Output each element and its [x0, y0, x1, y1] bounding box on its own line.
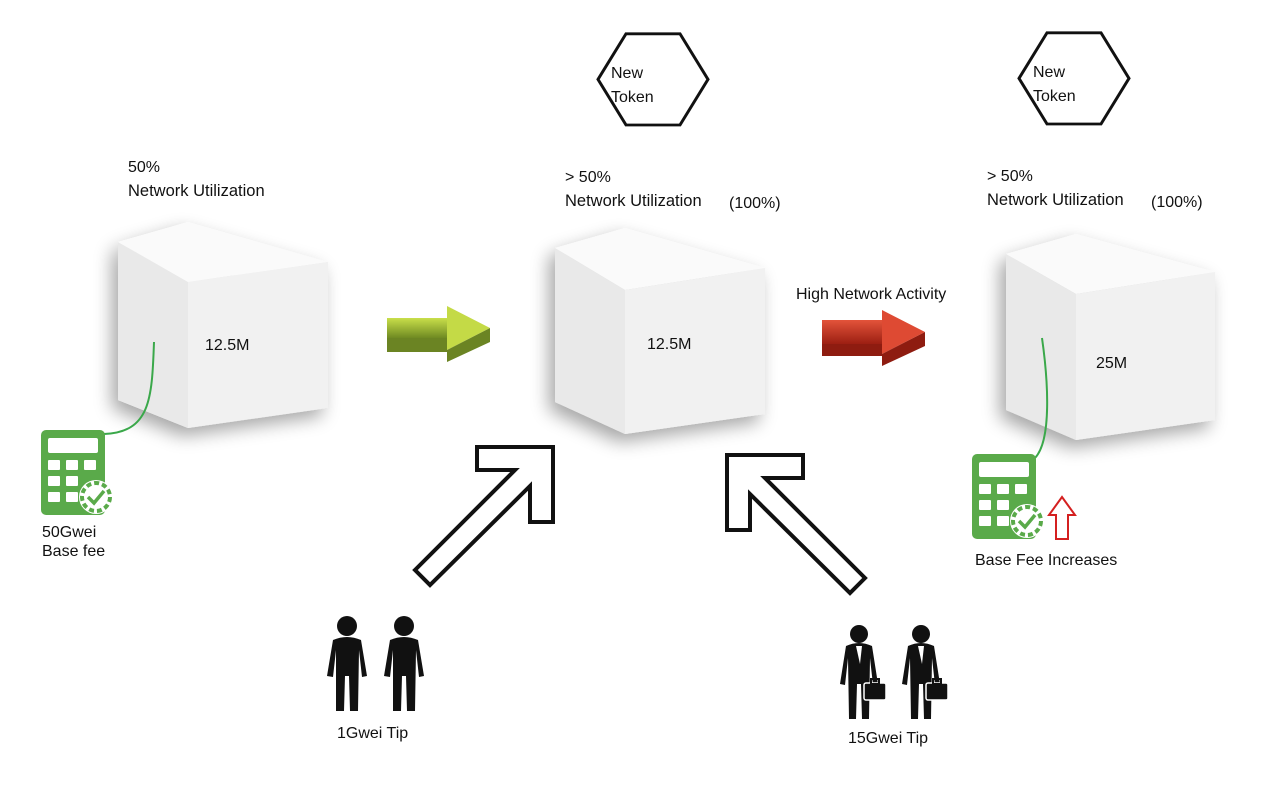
- person-icon-2: [384, 616, 424, 711]
- stage2-block-size: 12.5M: [647, 336, 692, 353]
- high-network-activity-label: High Network Activity: [796, 286, 947, 303]
- low-tip-label: 1Gwei Tip: [337, 725, 409, 742]
- stage1-block-size: 12.5M: [205, 337, 250, 354]
- stage1-base-fee-value: 50Gwei: [42, 524, 97, 541]
- increase-up-arrow-icon: [1047, 495, 1077, 540]
- stage2-utilization-label: Network Utilization: [565, 192, 702, 210]
- stage1-base-fee-label: Base fee: [42, 543, 106, 560]
- arrow-right-green-icon: [387, 306, 490, 362]
- stage2-utilization-pct: > 50%: [565, 169, 611, 186]
- stage3-token-line1: New: [1033, 64, 1066, 81]
- high-tip-label: 15Gwei Tip: [848, 730, 929, 747]
- new-token-hexagon-1: [596, 32, 710, 127]
- arrow-up-right-outline-icon: [412, 445, 555, 588]
- block-cube-1-faces: [118, 222, 328, 428]
- stage3-utilization-pct: > 50%: [987, 168, 1033, 185]
- arrow-up-left-outline-icon: [725, 453, 868, 596]
- stage3-utilization-full: (100%): [1151, 194, 1203, 211]
- base-fee-increases-label: Base Fee Increases: [975, 552, 1118, 569]
- stage2-token-line1: New: [611, 65, 644, 82]
- block-cube-3: [1006, 234, 1215, 440]
- businessman-icon: [840, 625, 887, 719]
- calculator-icon: [41, 341, 155, 515]
- block-cube-2: [555, 228, 765, 434]
- new-token-hexagon-2: [1017, 31, 1131, 126]
- arrow-right-red-icon: [822, 310, 925, 366]
- businessman-icon-2: [902, 625, 949, 719]
- calculator-icon-2: [972, 337, 1049, 539]
- stage3-block-size: 25M: [1096, 355, 1128, 372]
- person-icon: [327, 616, 367, 711]
- stage1-utilization-label: Network Utilization: [128, 182, 265, 200]
- stage3-utilization-label: Network Utilization: [987, 191, 1124, 209]
- stage2-token-line2: Token: [611, 89, 654, 106]
- stage2-utilization-full: (100%): [729, 195, 781, 212]
- stage3-token-line2: Token: [1033, 88, 1076, 105]
- stage1-utilization-pct: 50%: [128, 159, 161, 176]
